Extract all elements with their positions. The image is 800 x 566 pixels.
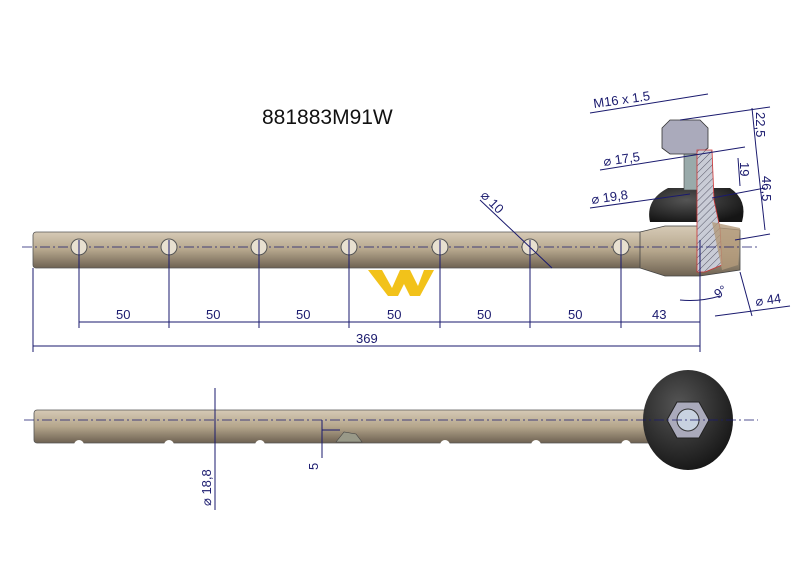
dim-spacing-3: 50 [296, 307, 310, 322]
dim-pin-height: 46,5 [759, 176, 774, 201]
dim-nut-height: 22,5 [753, 112, 768, 137]
dim-housing-diameter: ⌀ 44 [754, 291, 782, 309]
dim-spacing-4: 50 [387, 307, 401, 322]
dim-rod-diameter: ⌀ 18,8 [199, 469, 214, 506]
bottom-rod [33, 370, 733, 470]
dim-hole-diameter: ⌀ 10 [478, 188, 507, 217]
brand-logo [368, 270, 434, 296]
dim-spacing-6: 50 [568, 307, 582, 322]
dim-taper-large: ⌀ 19,8 [590, 187, 628, 207]
nut-icon [661, 119, 709, 155]
dim-spacing-2: 50 [206, 307, 220, 322]
dim-taper-small: ⌀ 17,5 [602, 149, 640, 169]
part-number-title: 881883M91W [262, 106, 393, 129]
dim-end-length: 43 [652, 307, 666, 322]
dim-spacing-1: 50 [116, 307, 130, 322]
top-rod [32, 225, 741, 277]
dim-taper-length: 19 [737, 162, 752, 176]
dim-spacing-5: 50 [477, 307, 491, 322]
ball-joint-section [649, 119, 744, 273]
dim-groove-depth: 5 [306, 463, 321, 470]
dim-angle: 9° [711, 282, 730, 301]
dim-total-length: 369 [356, 331, 378, 346]
